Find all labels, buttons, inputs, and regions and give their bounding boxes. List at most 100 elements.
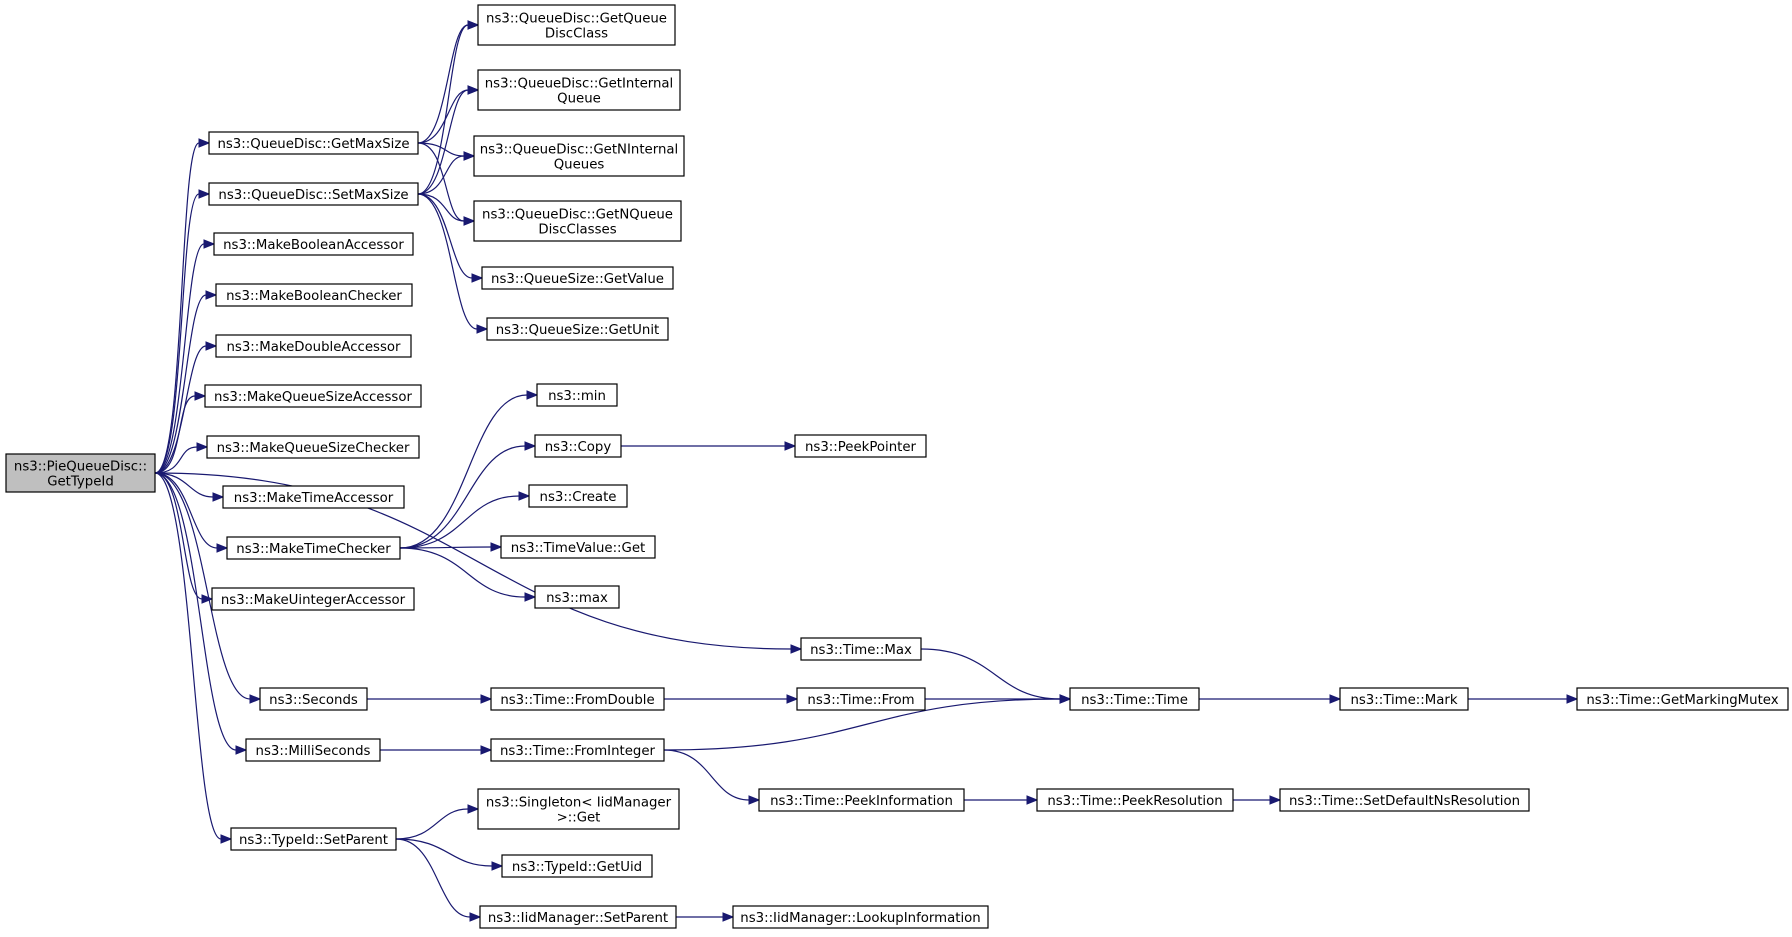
arrowhead-icon: [722, 912, 735, 922]
edge-make-time-chk-to-max: [399, 547, 526, 598]
node-box: [800, 637, 922, 661]
node-make-bool-acc[interactable]: ns3::MakeBooleanAccessor: [213, 232, 414, 256]
node-box: [473, 135, 685, 177]
edge-root-to-time-max: [154, 472, 792, 650]
node-peek-info[interactable]: ns3::Time::PeekInformation: [758, 788, 965, 812]
node-time-max[interactable]: ns3::Time::Max: [800, 637, 922, 661]
node-make-dbl-acc[interactable]: ns3::MakeDoubleAccessor: [215, 334, 412, 358]
node-box: [5, 453, 156, 493]
node-box: [204, 384, 422, 408]
arrowhead-icon: [216, 543, 229, 553]
node-qs-get-value[interactable]: ns3::QueueSize::GetValue: [481, 266, 674, 290]
node-box: [477, 788, 680, 830]
arrowhead-icon: [196, 442, 209, 452]
node-from-integer[interactable]: ns3::Time::FromInteger: [490, 738, 665, 762]
node-box: [230, 827, 397, 851]
node-create[interactable]: ns3::Create: [528, 484, 628, 508]
node-box: [226, 536, 401, 560]
node-label: ns3::Seconds: [269, 693, 358, 708]
node-label: ns3::Time::GetMarkingMutex: [1586, 693, 1778, 708]
arrowhead-icon: [1329, 694, 1342, 704]
node-lookup-info[interactable]: ns3::IidManager::LookupInformation: [732, 905, 989, 929]
node-label: ns3::QueueDisc::GetInternal: [485, 77, 674, 92]
node-label: ns3::TypeId::SetParent: [239, 833, 388, 848]
node-box: [534, 434, 622, 458]
node-iid-set-parent[interactable]: ns3::IidManager::SetParent: [479, 905, 677, 929]
node-make-qschk[interactable]: ns3::MakeQueueSizeChecker: [206, 435, 420, 459]
edge-root-to-make-bool-acc: [154, 243, 205, 474]
edge-get-max-size-to-get-int-queue: [417, 89, 469, 144]
node-root[interactable]: ns3::PieQueueDisc::GetTypeId: [5, 453, 156, 493]
node-make-bool-chk[interactable]: ns3::MakeBooleanChecker: [215, 283, 413, 307]
node-label: ns3::MakeTimeAccessor: [234, 491, 394, 506]
node-peek-res[interactable]: ns3::Time::PeekResolution: [1036, 788, 1234, 812]
node-label: Queue: [557, 92, 601, 107]
edge-get-max-size-to-get-qdclass: [417, 24, 469, 144]
node-label: ns3::QueueDisc::SetMaxSize: [218, 188, 408, 203]
node-time-time[interactable]: ns3::Time::Time: [1069, 687, 1200, 711]
node-min[interactable]: ns3::min: [536, 383, 618, 407]
node-label: ns3::Time::FromInteger: [500, 744, 656, 759]
node-qs-get-unit[interactable]: ns3::QueueSize::GetUnit: [486, 317, 669, 341]
node-make-qsacc[interactable]: ns3::MakeQueueSizeAccessor: [204, 384, 422, 408]
node-label: ns3::QueueSize::GetValue: [491, 272, 664, 287]
node-make-uint-acc[interactable]: ns3::MakeUintegerAccessor: [211, 587, 415, 611]
node-make-time-acc[interactable]: ns3::MakeTimeAccessor: [222, 485, 405, 509]
edge-make-time-chk-to-copy: [399, 445, 526, 549]
node-from-double[interactable]: ns3::Time::FromDouble: [490, 687, 665, 711]
node-label: ns3::MakeDoubleAccessor: [226, 340, 401, 355]
node-seconds[interactable]: ns3::Seconds: [259, 687, 368, 711]
node-type-id-set-parent[interactable]: ns3::TypeId::SetParent: [230, 827, 397, 851]
node-box: [222, 485, 405, 509]
node-label: DiscClass: [545, 27, 608, 42]
node-label: >::Get: [557, 811, 601, 826]
node-peek-pointer[interactable]: ns3::PeekPointer: [794, 434, 927, 458]
node-label: ns3::Time::Mark: [1350, 693, 1457, 708]
node-box: [490, 687, 665, 711]
node-box: [206, 435, 420, 459]
node-label: ns3::PieQueueDisc::: [14, 460, 147, 475]
node-label: ns3::Time::FromDouble: [500, 693, 654, 708]
edge-root-to-milli-seconds: [154, 472, 237, 751]
arrowhead-icon: [1026, 795, 1039, 805]
arrowhead-icon: [469, 912, 482, 922]
node-label: ns3::QueueDisc::GetNInternal: [480, 143, 678, 158]
node-box: [1576, 687, 1789, 711]
node-label: ns3::QueueSize::GetUnit: [496, 323, 659, 338]
node-label: ns3::Time::SetDefaultNsResolution: [1289, 794, 1520, 809]
edge-root-to-make-qschk: [154, 446, 198, 474]
node-box: [481, 266, 674, 290]
edge-set-max-size-to-get-nint-queues: [417, 155, 465, 195]
node-max[interactable]: ns3::max: [534, 585, 620, 609]
node-box: [208, 131, 419, 155]
node-make-time-chk[interactable]: ns3::MakeTimeChecker: [226, 536, 401, 560]
edges-layer: [154, 20, 1579, 922]
node-set-default-ns-res[interactable]: ns3::Time::SetDefaultNsResolution: [1279, 788, 1530, 812]
node-time-value-get[interactable]: ns3::TimeValue::Get: [500, 535, 656, 559]
arrowhead-icon: [786, 694, 799, 704]
arrowhead-icon: [784, 441, 797, 451]
edge-type-id-set-parent-to-iid-set-parent: [395, 838, 471, 918]
arrowhead-icon: [526, 390, 539, 400]
node-get-marking-mutex[interactable]: ns3::Time::GetMarkingMutex: [1576, 687, 1789, 711]
node-label: ns3::MakeTimeChecker: [236, 542, 391, 557]
arrowhead-icon: [524, 441, 537, 451]
node-get-uid[interactable]: ns3::TypeId::GetUid: [501, 854, 653, 878]
node-copy[interactable]: ns3::Copy: [534, 434, 622, 458]
edge-set-max-size-to-get-qdclass: [417, 24, 469, 195]
node-singleton-get[interactable]: ns3::Singleton< IidManager >::Get: [477, 788, 680, 830]
node-label: ns3::QueueDisc::GetQueue: [486, 12, 667, 27]
arrowhead-icon: [198, 138, 211, 148]
arrowhead-icon: [203, 239, 216, 249]
node-time-mark[interactable]: ns3::Time::Mark: [1339, 687, 1469, 711]
node-set-max-size[interactable]: ns3::QueueDisc::SetMaxSize: [208, 182, 419, 206]
node-time-from[interactable]: ns3::Time::From: [796, 687, 926, 711]
node-get-max-size[interactable]: ns3::QueueDisc::GetMaxSize: [208, 131, 419, 155]
node-label: ns3::Create: [540, 490, 617, 505]
node-milli-seconds[interactable]: ns3::MilliSeconds: [245, 738, 381, 762]
arrowhead-icon: [491, 861, 504, 871]
